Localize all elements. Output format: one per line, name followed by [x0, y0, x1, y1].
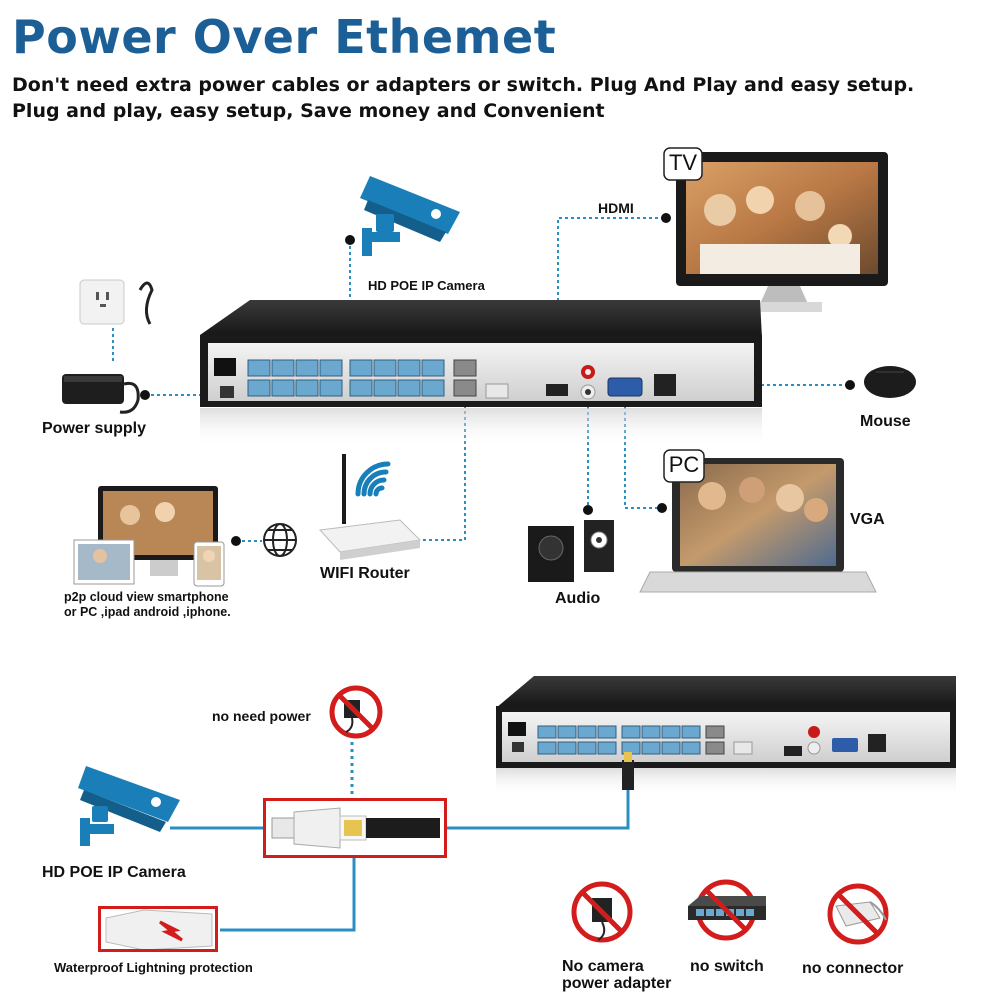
pc-badge-text: PC	[668, 452, 700, 477]
p2p-label-line-2: or PC ,ipad android ,iphone.	[64, 605, 231, 619]
bottom-nvr-reflection	[496, 768, 956, 796]
top-nvr-icon	[200, 300, 762, 407]
power-supply-label: Power supply	[42, 420, 147, 437]
power-adapter-icon	[62, 374, 140, 414]
devices-icon	[73, 486, 225, 587]
no-adapter-label-line-2: power adapter	[562, 975, 672, 992]
vga-label: VGA	[850, 511, 885, 528]
wifi-signal-icon	[355, 461, 391, 497]
tv-icon	[676, 152, 888, 312]
no-connector-prohibit-icon	[827, 883, 889, 945]
tv-badge-text: TV	[668, 150, 698, 175]
no-adapter-prohibit-icon	[571, 881, 633, 943]
page-title: Power Over Ethemet	[12, 10, 557, 64]
no-adapter-label-line-1: No camera	[562, 958, 644, 975]
tv-badge	[663, 147, 703, 181]
globe-icon	[263, 523, 297, 557]
bottom-camera-icon	[78, 766, 180, 846]
no-switch-label: no switch	[690, 958, 764, 975]
top-camera-label: HD POE IP Camera	[368, 278, 485, 293]
bottom-camera-label: HD POE IP Camera	[42, 864, 186, 881]
audio-label: Audio	[555, 590, 601, 607]
mouse-label: Mouse	[860, 413, 911, 430]
laptop-icon	[639, 458, 877, 593]
poe-plug-icon	[271, 807, 440, 849]
connection-dots	[140, 213, 855, 546]
subtitle-line-2: Plug and play, easy setup, Save money an…	[12, 100, 605, 122]
nvr-plug-icon	[622, 752, 634, 790]
waterproof-highlight-box	[98, 906, 218, 952]
hdmi-label: HDMI	[598, 200, 634, 216]
wifi-router-icon	[318, 454, 422, 560]
p2p-label-line-1: p2p cloud view smartphone	[64, 590, 229, 604]
top-nvr-reflection	[200, 408, 762, 448]
no-power-prohibit-icon	[329, 685, 383, 739]
wifi-router-label: WIFI Router	[320, 565, 410, 582]
bottom-nvr-ports	[537, 725, 701, 755]
bottom-nvr-icon	[496, 676, 956, 768]
waterproof-plug-icon	[105, 909, 213, 951]
waterproof-label: Waterproof Lightning protection	[54, 960, 253, 975]
speakers-icon	[528, 520, 614, 582]
bottom-connection-lines	[170, 790, 630, 932]
poe-plug-highlight-box	[263, 798, 447, 858]
top-camera-icon	[360, 176, 460, 256]
top-nvr-ports	[247, 359, 445, 397]
no-need-power-label: no need power	[212, 708, 311, 724]
no-switch-prohibit-icon	[688, 879, 766, 941]
no-connector-label: no connector	[802, 960, 904, 977]
subtitle-line-1: Don't need extra power cables or adapter…	[12, 74, 915, 96]
mouse-icon	[864, 366, 916, 398]
pc-badge	[663, 449, 705, 483]
wall-outlet-icon	[79, 279, 154, 325]
